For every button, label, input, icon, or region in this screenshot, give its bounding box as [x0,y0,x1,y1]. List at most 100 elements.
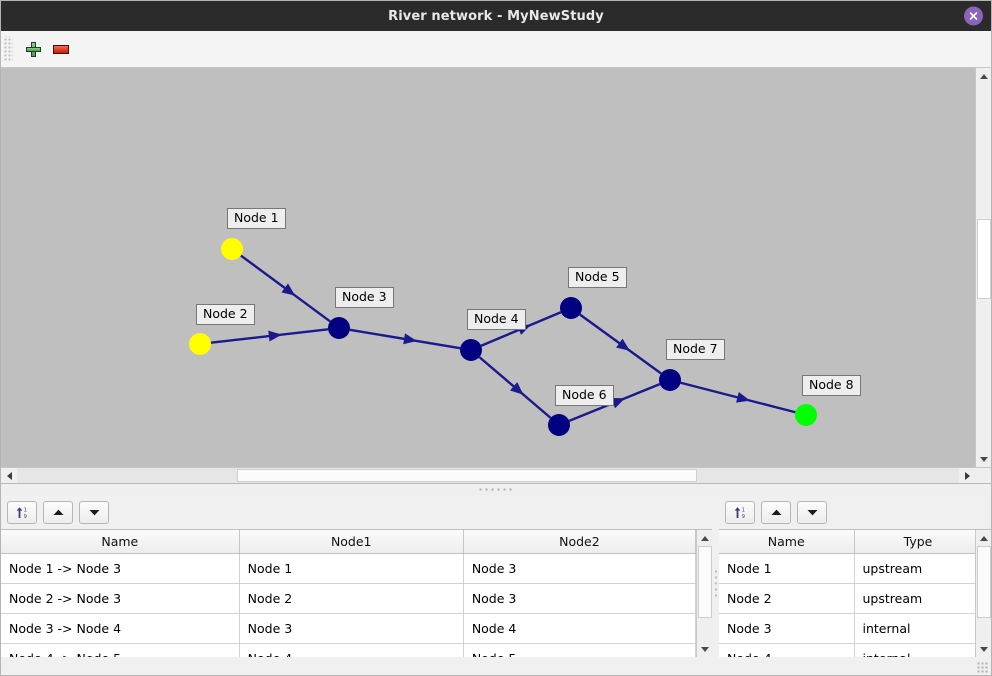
table-cell[interactable]: Node 1 [719,553,855,584]
nodes-vertical-scrollbar[interactable] [975,530,991,657]
add-element-button[interactable] [19,35,47,63]
toolbar-drag-handle[interactable] [4,36,13,62]
reaches-scroll-up-button[interactable] [697,530,712,546]
scroll-down-button[interactable] [976,451,991,467]
column-header[interactable]: Name [719,530,855,554]
table-cell[interactable]: Node 5 [463,643,696,657]
table-cell[interactable]: Node 3 [719,613,855,644]
graph-node-label[interactable]: Node 3 [335,287,394,308]
chevron-up-icon [979,73,988,79]
reaches-sort-button[interactable]: 1 9 [7,500,37,524]
table-cell[interactable]: Node 4 [463,613,696,644]
reaches-move-up-button[interactable] [43,500,73,524]
graph-vertical-scrollbar[interactable] [975,68,991,467]
table-cell[interactable]: Node 3 -> Node 4 [1,613,240,644]
nodes-scroll-down-button[interactable] [976,641,991,657]
scroll-up-button[interactable] [976,68,991,84]
vertical-splitter[interactable] [712,495,719,675]
table-cell[interactable]: internal [854,643,975,657]
chevron-right-icon [964,471,970,480]
graph-node-node-5[interactable] [560,297,582,319]
nodes-vscroll-thumb[interactable] [977,546,991,618]
horizontal-splitter[interactable] [1,483,991,495]
column-header[interactable]: Name [1,530,240,554]
minus-icon [53,44,69,54]
graph-node-label[interactable]: Node 2 [196,304,255,325]
window-title: River network - MyNewStudy [388,8,604,24]
table-cell[interactable]: Node 2 -> Node 3 [1,583,240,614]
close-icon[interactable] [964,6,983,26]
nodes-move-down-button[interactable] [797,500,827,524]
column-header[interactable]: Node1 [239,530,464,554]
chevron-up-icon [979,535,988,541]
reaches-scroll-down-button[interactable] [697,641,712,657]
svg-text:1: 1 [741,507,744,513]
nodes-move-up-button[interactable] [761,500,791,524]
column-header[interactable]: Node2 [463,530,696,554]
table-cell[interactable]: Node 4 [239,643,464,657]
table-row[interactable]: Node 4internal [719,643,975,657]
column-header[interactable]: Type [854,530,975,554]
table-cell[interactable]: Node 4 -> Node 5 [1,643,240,657]
graph-horizontal-scrollbar[interactable] [1,467,991,483]
graph-node-node-7[interactable] [659,369,681,391]
table-cell[interactable]: Node 1 -> Node 3 [1,553,240,584]
graph-hscroll-thumb[interactable] [237,469,697,482]
graph-node-label[interactable]: Node 4 [467,309,526,330]
nodes-pane: 1 9 [719,495,991,675]
graph-node-node-3[interactable] [328,317,350,339]
nodes-vscroll-track[interactable] [976,546,991,641]
svg-text:9: 9 [23,514,26,520]
graph-edge-arrowhead [616,338,630,351]
graph-node-node-8[interactable] [795,404,817,426]
reaches-move-down-button[interactable] [79,500,109,524]
graph-hscroll-track[interactable] [17,468,959,483]
table-cell[interactable]: upstream [854,553,975,584]
graph-node-label[interactable]: Node 7 [666,339,725,360]
graph-node-node-6[interactable] [548,414,570,436]
nodes-scroll-up-button[interactable] [976,530,991,546]
graph-node-node-4[interactable] [460,339,482,361]
remove-element-button[interactable] [47,35,75,63]
reaches-vscroll-track[interactable] [697,546,712,641]
table-cell[interactable]: Node 2 [719,583,855,614]
chevron-down-icon [979,646,988,652]
table-cell[interactable]: internal [854,613,975,644]
graph-node-label[interactable]: Node 1 [227,208,286,229]
scroll-right-button[interactable] [959,468,975,483]
window-resize-grip[interactable] [977,662,989,674]
graph-vscroll-track[interactable] [976,84,991,451]
scroll-left-button[interactable] [1,468,17,483]
graph-node-label[interactable]: Node 6 [555,385,614,406]
table-cell[interactable]: Node 3 [463,583,696,614]
reaches-vscroll-thumb[interactable] [698,546,712,618]
graph-node-label[interactable]: Node 5 [568,267,627,288]
table-cell[interactable]: Node 3 [239,613,464,644]
graph-node-node-2[interactable] [189,333,211,355]
table-cell[interactable]: Node 3 [463,553,696,584]
nodes-sort-button[interactable]: 1 9 [725,500,755,524]
graph-node-label[interactable]: Node 8 [802,375,861,396]
table-cell[interactable]: upstream [854,583,975,614]
network-graph-canvas[interactable]: Node 1 Node 2 Node 3 Node 4 Node 5 Node 6 Node… [1,68,975,467]
reaches-vertical-scrollbar[interactable] [696,530,712,657]
graph-vscroll-thumb[interactable] [977,219,991,299]
arrow-down-icon [89,509,99,515]
table-cell[interactable]: Node 4 [719,643,855,657]
table-cell[interactable]: Node 2 [239,583,464,614]
table-cell[interactable]: Node 1 [239,553,464,584]
graph-node-node-1[interactable] [221,238,243,260]
